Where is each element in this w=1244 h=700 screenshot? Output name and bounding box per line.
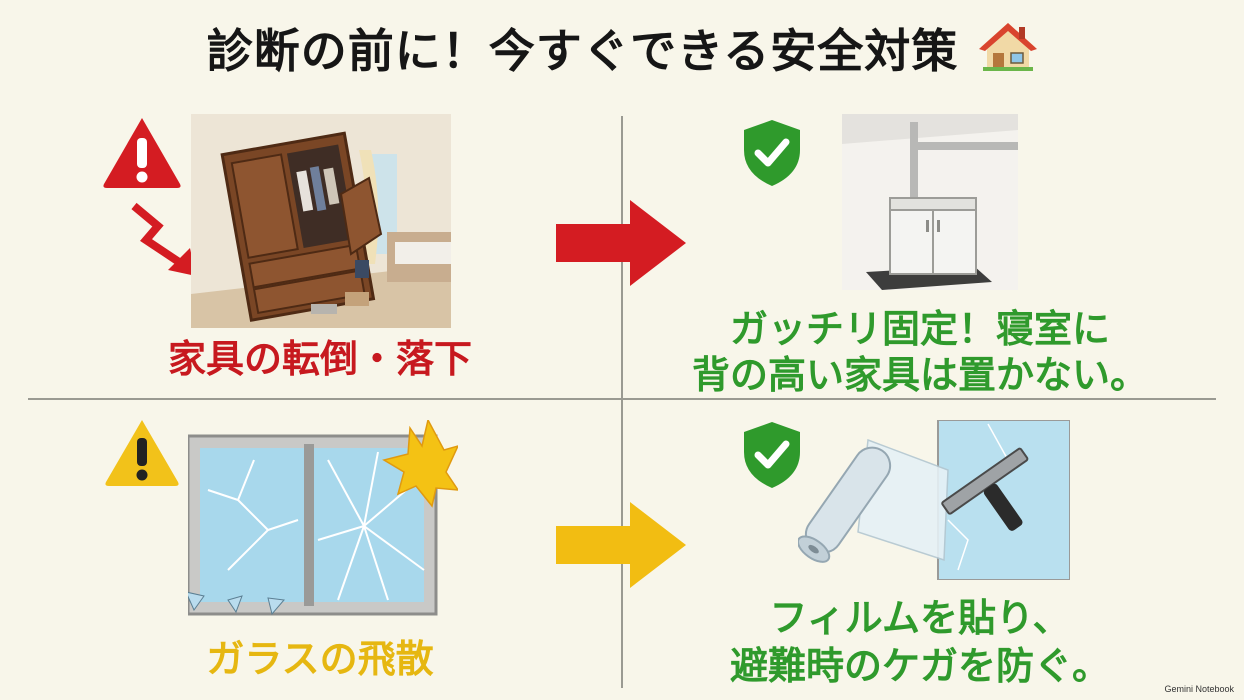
footer-credit: Gemini Notebook [1164, 684, 1234, 694]
fixed-cabinet-illustration [842, 114, 1018, 290]
film-and-squeegee-illustration [796, 419, 1071, 581]
check-shield-icon [744, 120, 800, 186]
page-title: 診断の前に！今すぐできる安全対策 [0, 18, 1244, 90]
solution-caption-glass: フィルムを貼り、 避難時のケガを防ぐ。 [640, 594, 1200, 690]
house-icon [979, 21, 1038, 90]
arrow-right-yellow-icon [556, 502, 686, 588]
solution-line-1: フィルムを貼り、 [769, 596, 1071, 640]
warning-triangle-yellow-icon [105, 420, 179, 486]
hazard-caption-furniture: 家具の転倒・落下 [167, 337, 472, 381]
vertical-divider [621, 116, 623, 688]
solution-line-1: ガッチリ固定！寝室に [729, 307, 1110, 351]
hazard-caption-glass: ガラスの飛散 [206, 637, 434, 681]
lightning-arrow-icon [131, 202, 196, 276]
falling-wardrobe-illustration [191, 114, 451, 328]
warning-triangle-red-icon [103, 118, 181, 188]
title-text: 診断の前に！今すぐできる安全対策 [206, 24, 959, 78]
solution-caption-furniture: ガッチリ固定！寝室に 背の高い家具は置かない。 [630, 306, 1210, 398]
arrow-right-red-icon [556, 200, 686, 286]
broken-window-illustration [185, 417, 460, 616]
solution-line-2: 避難時のケガを防ぐ。 [729, 644, 1110, 688]
check-shield-icon [744, 422, 800, 488]
solution-line-2: 背の高い家具は置かない。 [691, 353, 1148, 397]
